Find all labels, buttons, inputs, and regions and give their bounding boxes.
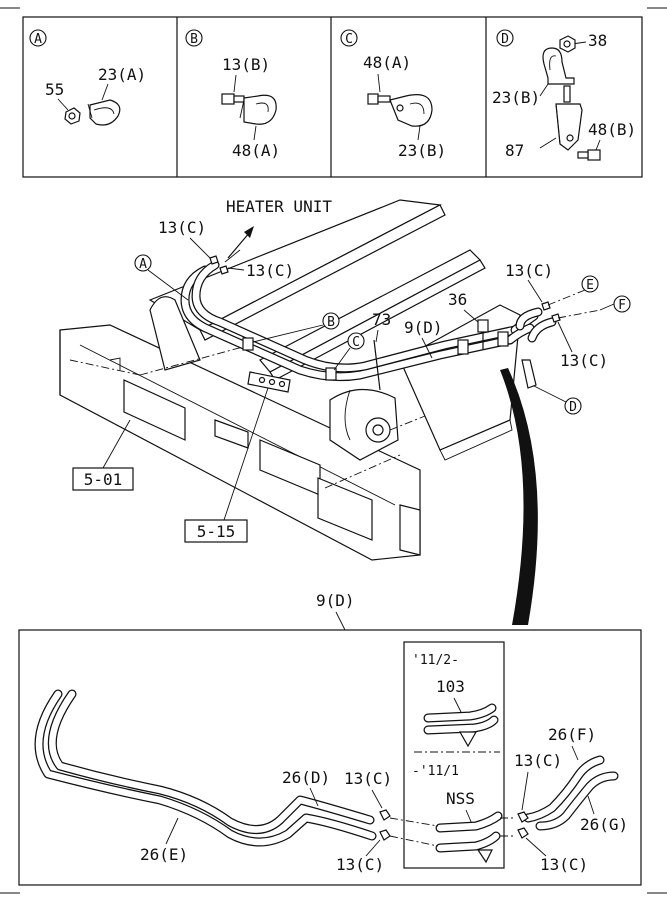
callout-a-badge [134,254,152,272]
clamp-icon [87,99,121,126]
label-26d: 26(D) [282,768,330,787]
panel-a-badge [29,29,47,47]
label-36: 36 [448,290,467,309]
hose-end-icon [515,289,601,343]
bracket-icon [555,103,583,151]
label-73: 73 [372,310,391,329]
inset-old-part: NSS [446,789,475,808]
label-26e: 26(E) [140,845,188,864]
detail-panel-c: C 48(A) 23(B) [340,29,446,160]
detail-panel-b: B 13(B) 48(A) [185,29,280,160]
label-13c-b: 13(C) [336,855,384,874]
panel-c-letter: C [345,32,353,47]
label-13c-d: 13(C) [540,855,588,874]
inset-old-label: -'11/1 [412,764,459,779]
callout-d: D [569,400,577,415]
bolt-icon [577,149,601,161]
detail-panel-a: A 55 23(A) [29,29,146,126]
bolt-icon [221,93,245,105]
part-label-23a: 23(A) [98,65,146,84]
callout-d-badge [564,397,582,415]
part-label-38: 38 [588,31,607,50]
callout-e-badge [581,275,599,293]
callout-f: F [618,298,626,313]
part-label-48a: 48(A) [232,141,280,160]
part-label-87: 87 [505,141,524,160]
part-label-23b-c: 23(B) [398,141,446,160]
detail-panel-d: D 38 23(B) 87 48(B) [492,29,636,161]
label-13c-c: 13(C) [514,751,562,770]
inset-box [403,641,505,869]
detail-leader [500,368,538,625]
bottom-detail: 9(D) '11/2- 103 -'11/1 NSS [18,591,642,886]
bottom-title: 9(D) [316,591,355,610]
part-label-48a-c: 48(A) [363,53,411,72]
chassis-frame [59,199,521,561]
clamp-icon [389,94,433,127]
heater-unit-arrow: HEATER UNIT [226,197,332,259]
hose-clamp-icon [209,255,229,275]
ref-box-515 [184,519,248,543]
part-label-55: 55 [45,80,64,99]
part-label-23b-d: 23(B) [492,88,540,107]
callout-c-badge [347,332,365,350]
part-label-48b: 48(B) [588,120,636,139]
label-26f: 26(F) [548,725,596,744]
clamp-icon [239,94,277,125]
panel-d-badge [496,29,514,47]
stud-icon [563,85,571,103]
main-labels: 13(C) 13(C) A B C 73 9(D) 36 13(C) E F 1… [72,218,631,543]
detail-panels: A 55 23(A) B 13(B) 48(A) [22,16,643,178]
callout-b-badge [322,312,340,330]
panel-b-letter: B [190,32,198,47]
inset-new-part: 103 [436,677,465,696]
label-26g: 26(G) [580,815,628,834]
bolt-icon [367,93,391,105]
label-ref-515: 5-15 [197,522,236,541]
panel-a-letter: A [34,32,42,47]
panel-b-badge [185,29,203,47]
nut-icon [64,107,81,125]
clamp-icon [542,47,575,85]
nut-icon [559,35,576,53]
label-13c-mid: 13(C) [246,261,294,280]
callout-a: A [139,257,147,272]
heater-unit-label: HEATER UNIT [226,197,332,216]
panel-c-badge [340,29,358,47]
label-13c-a: 13(C) [344,769,392,788]
callout-b: B [327,315,335,330]
label-13c-right2: 13(C) [560,351,608,370]
panel-d-letter: D [501,32,509,47]
label-13c-right1: 13(C) [505,261,553,280]
part-label-13b: 13(B) [222,55,270,74]
label-13c-top: 13(C) [158,218,206,237]
callout-c: C [352,335,360,350]
label-9d: 9(D) [404,318,443,337]
inset-new-label: '11/2- [412,653,459,668]
label-ref-501: 5-01 [84,470,123,489]
callout-e: E [586,278,594,293]
